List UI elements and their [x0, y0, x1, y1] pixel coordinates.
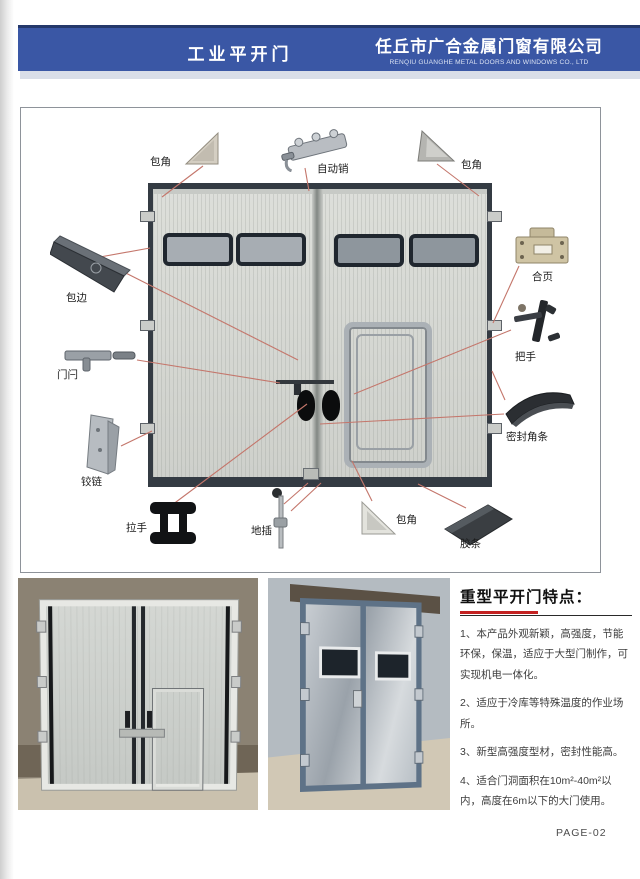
hinge-plate-image — [510, 226, 574, 270]
page-edge-shading — [0, 0, 14, 879]
company-name-cn: 任丘市广合金属门窗有限公司 — [374, 33, 604, 57]
company-name-en: RENQIU GUANGHE METAL DOORS AND WINDOWS C… — [374, 59, 604, 66]
edge-hinge — [140, 211, 155, 222]
edge-hinge — [487, 211, 502, 222]
photo-hinge-knob — [300, 754, 310, 767]
photo-hinge-knob — [415, 751, 424, 764]
product-photo-double-door — [18, 578, 258, 810]
label-corner-top-left: 包角 — [150, 154, 171, 169]
door-handle-left — [297, 390, 315, 421]
features-title-underline — [460, 610, 632, 616]
label-seal-corner-strip: 密封角条 — [506, 429, 548, 444]
label-corner-top-right: 包角 — [461, 157, 482, 172]
header-substrip — [20, 71, 640, 79]
door-window — [409, 234, 479, 267]
photo-door-window — [319, 646, 360, 678]
photo-hinge-knob — [37, 731, 47, 743]
red-accent-bar — [460, 611, 538, 614]
photo-door-handle — [353, 690, 362, 708]
photo-wicket-door — [153, 689, 203, 790]
label-corner-bottom: 包角 — [396, 512, 417, 527]
door-window — [334, 234, 404, 267]
label-door-bolt: 门闩 — [57, 367, 78, 382]
edge-hinge — [140, 423, 155, 434]
feature-item: 4、适合门洞面积在10m²-40m²以内，高度在6m以下的大门使用。 — [460, 771, 632, 812]
door-window — [163, 233, 233, 266]
label-ground-pin: 地插 — [251, 523, 272, 538]
photo-door-handle — [147, 711, 152, 728]
seal-corner-strip-image — [502, 382, 578, 430]
label-hinge: 铰链 — [81, 474, 102, 489]
photo-door-post — [141, 606, 145, 784]
edge-hinge — [140, 320, 155, 331]
photo-hinge-knob — [232, 621, 242, 633]
page-title: 工业平开门 — [160, 40, 320, 65]
corner-bracket-image — [413, 126, 459, 166]
edge-wrap-profile-image — [50, 234, 134, 300]
label-rubber-strip: 胶条 — [460, 536, 481, 551]
photo-hinge-knob — [36, 621, 46, 633]
photo-door — [39, 599, 239, 791]
photo-hinge-knob — [231, 731, 241, 743]
corner-bracket-image — [355, 499, 399, 539]
edge-hinge — [487, 320, 502, 331]
photo-door-handle — [125, 711, 130, 728]
hinge-image — [77, 412, 125, 480]
door-handle-right — [322, 390, 340, 421]
photo-door-crossbar — [119, 729, 165, 738]
pull-handle-image — [146, 500, 202, 546]
label-auto-pin: 自动销 — [317, 161, 349, 176]
photo-hinge-knob — [415, 625, 424, 638]
page-number: PAGE-02 — [556, 827, 607, 839]
feature-item: 1、本产品外观新颖，高强度，节能环保，保温，适应于大型门制作，可实现机电一体化。 — [460, 624, 632, 685]
photo-hinge-knob — [37, 676, 47, 688]
header-bar: 工业平开门 任丘市广合金属门窗有限公司 RENQIU GUANGHE METAL… — [18, 25, 640, 71]
photo-door — [300, 598, 422, 792]
photo-door-post — [132, 606, 136, 784]
photo-hinge-knob — [231, 676, 241, 688]
feature-item: 2、适应于冷库等特殊温度的作业场所。 — [460, 693, 632, 734]
photo-hinge-knob — [300, 688, 310, 701]
wicket-door-inner-frame — [356, 334, 414, 450]
door-center-stile — [312, 189, 323, 477]
features-section: 重型平开门特点： 1、本产品外观新颖，高强度，节能环保，保温，适应于大型门制作，… — [460, 585, 632, 812]
feature-item: 3、新型高强度型材，密封性能高。 — [460, 742, 632, 762]
photo-door-window — [375, 651, 411, 680]
label-edge-wrap: 包边 — [66, 290, 87, 305]
photo-hinge-knob — [415, 688, 424, 700]
label-hinge-plate: 合页 — [532, 269, 553, 284]
photo-door-leaves — [46, 606, 232, 784]
ground-pin-image — [268, 486, 294, 552]
door-bottom-bracket — [303, 468, 319, 480]
handle-image — [508, 296, 560, 350]
corner-bracket-image — [183, 128, 221, 168]
label-handle: 把手 — [515, 349, 536, 364]
label-pull-handle: 拉手 — [126, 520, 147, 535]
door-latch-bar — [276, 380, 334, 384]
edge-hinge — [487, 423, 502, 434]
photo-hinge-knob — [300, 622, 310, 635]
product-photo-glazed-door — [268, 578, 450, 810]
company-block: 任丘市广合金属门窗有限公司 RENQIU GUANGHE METAL DOORS… — [374, 33, 604, 66]
door-window — [236, 233, 306, 266]
features-title: 重型平开门特点： — [460, 585, 632, 607]
